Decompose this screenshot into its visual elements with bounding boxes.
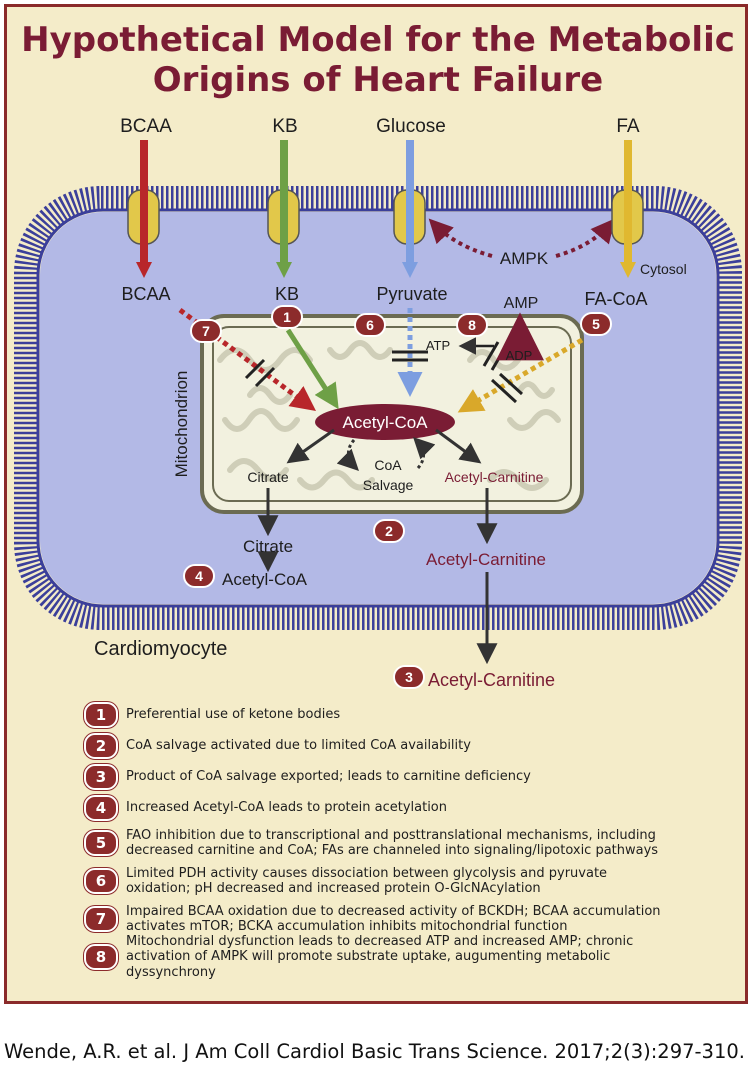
legend-text-7: Impaired BCAA oxidation due to decreased… bbox=[126, 903, 661, 935]
kb-label: KB bbox=[272, 116, 297, 137]
extracellular-acetyl-carnitine-label: Acetyl-Carnitine bbox=[428, 670, 555, 690]
bcaa-transporter bbox=[127, 140, 160, 278]
amp-label: AMP bbox=[504, 295, 539, 312]
ampk-label: AMPK bbox=[500, 249, 549, 268]
legend-badge-2: 2 bbox=[84, 733, 118, 759]
legend-badge-6: 6 bbox=[84, 868, 118, 894]
kb-to-acetyl-coa-arrow bbox=[285, 328, 339, 410]
badge-7: 7 bbox=[190, 319, 222, 343]
legend-item-4: 4 Increased Acetyl-CoA leads to protein … bbox=[84, 791, 704, 825]
legend-item-7: 7 Impaired BCAA oxidation due to decreas… bbox=[84, 902, 704, 936]
badge-6: 6 bbox=[354, 313, 386, 337]
citation: Wende, A.R. et al. J Am Coll Cardiol Bas… bbox=[4, 1040, 745, 1063]
legend-text-5: FAO inhibition due to transcriptional an… bbox=[126, 827, 659, 859]
figure-title-line1: Hypothetical Model for the Metabolic bbox=[21, 20, 735, 60]
glucose-transporter bbox=[393, 140, 426, 278]
svg-text:1: 1 bbox=[283, 309, 291, 325]
legend-text-8: Mitochondrial dysfunction leads to decre… bbox=[126, 933, 634, 980]
figure-title-line2: Origins of Heart Failure bbox=[152, 60, 604, 100]
fa-label: FA bbox=[616, 116, 640, 137]
cytosol-acetyl-coa-label: Acetyl-CoA bbox=[222, 570, 308, 589]
mito-citrate-label: Citrate bbox=[247, 469, 288, 485]
badge-1: 1 bbox=[271, 305, 303, 329]
metabolic-diagram: BCAA KB Glucose FA BCAA KB Pyruvate FA-C… bbox=[14, 116, 742, 690]
acetyl-coa-node bbox=[315, 404, 455, 440]
svg-text:7: 7 bbox=[202, 323, 210, 339]
coa-label: CoA bbox=[374, 457, 402, 473]
cytosol-acetyl-carnitine-label: Acetyl-Carnitine bbox=[426, 550, 546, 569]
legend-badge-8: 8 bbox=[84, 944, 118, 970]
coa-salvage-left-arrow bbox=[336, 439, 359, 471]
cytosol-citrate-label: Citrate bbox=[243, 537, 293, 556]
legend-badge-1: 1 bbox=[84, 702, 118, 728]
badge-2: 2 bbox=[373, 519, 405, 543]
legend-item-3: 3 Product of CoA salvage exported; leads… bbox=[84, 760, 704, 794]
badge-4: 4 bbox=[183, 564, 215, 588]
glucose-label: Glucose bbox=[376, 116, 446, 137]
cardiomyocyte-label: Cardiomyocyte bbox=[94, 638, 227, 660]
legend-text-1: Preferential use of ketone bodies bbox=[126, 707, 341, 723]
legend-badge-7: 7 bbox=[84, 906, 118, 932]
svg-text:4: 4 bbox=[195, 568, 203, 584]
fa-transporter bbox=[611, 140, 644, 278]
legend-badge-4: 4 bbox=[84, 795, 118, 821]
svg-text:2: 2 bbox=[385, 523, 393, 539]
legend-badge-5: 5 bbox=[84, 830, 118, 856]
legend-badge-3: 3 bbox=[84, 764, 118, 790]
acetyl-coa-to-citrate-arrow bbox=[286, 428, 335, 464]
cytosol-bcaa-label: BCAA bbox=[121, 284, 170, 304]
atp-label: ATP bbox=[426, 338, 450, 353]
svg-text:8: 8 bbox=[468, 317, 476, 333]
badge-3: 3 bbox=[393, 665, 425, 689]
legend-item-5: 5 FAO inhibition due to transcriptional … bbox=[84, 826, 704, 860]
salvage-label: Salvage bbox=[363, 477, 414, 493]
pyruvate-label: Pyruvate bbox=[376, 284, 447, 304]
svg-text:3: 3 bbox=[405, 669, 413, 685]
bcaa-label: BCAA bbox=[120, 116, 172, 137]
badge-5: 5 bbox=[580, 312, 612, 336]
cytosol-label: Cytosol bbox=[640, 261, 687, 277]
legend-text-2: CoA salvage activated due to limited CoA… bbox=[126, 738, 471, 754]
legend-text-4: Increased Acetyl-CoA leads to protein ac… bbox=[126, 800, 448, 816]
legend-text-6: Limited PDH activity causes dissociation… bbox=[126, 865, 608, 897]
legend-item-2: 2 CoA salvage activated due to limited C… bbox=[84, 729, 704, 763]
acetyl-coa-label: Acetyl-CoA bbox=[342, 413, 428, 432]
legend-item-6: 6 Limited PDH activity causes dissociati… bbox=[84, 864, 704, 898]
svg-text:5: 5 bbox=[592, 316, 600, 332]
acetyl-coa-to-acetyl-carnitine-arrow bbox=[435, 428, 482, 464]
mitochondrion-label: Mitochondrion bbox=[172, 371, 191, 478]
badge-8: 8 bbox=[456, 313, 488, 337]
adp-label: ADP bbox=[506, 348, 533, 363]
legend-item-8: 8 Mitochondrial dysfunction leads to dec… bbox=[84, 934, 704, 980]
legend-text-3: Product of CoA salvage exported; leads t… bbox=[126, 769, 531, 785]
ampk-to-cd36-arrow bbox=[555, 218, 616, 258]
svg-text:6: 6 bbox=[366, 317, 374, 333]
kb-transporter bbox=[267, 140, 300, 278]
cytosol-kb-label: KB bbox=[275, 284, 299, 304]
fa-coa-label: FA-CoA bbox=[584, 289, 647, 309]
legend-item-1: 1 Preferential use of ketone bodies bbox=[84, 698, 704, 732]
mito-acetyl-carnitine-label: Acetyl-Carnitine bbox=[445, 469, 544, 485]
coa-salvage-right-arrow bbox=[413, 437, 436, 469]
